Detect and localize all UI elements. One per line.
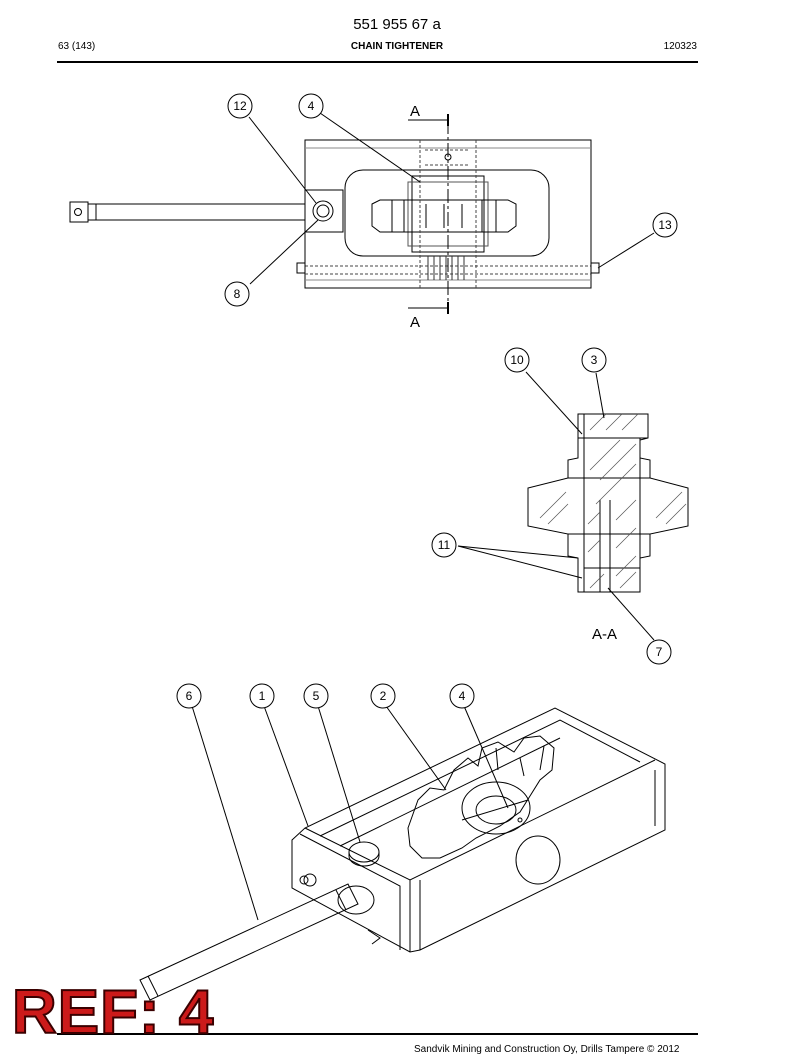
callout-7: 7 — [646, 639, 672, 665]
callout-3: 3 — [581, 347, 607, 373]
svg-text:11: 11 — [438, 538, 451, 552]
svg-text:1: 1 — [259, 689, 266, 703]
header-rule — [57, 61, 698, 63]
callout-5: 5 — [303, 683, 329, 709]
footer-copyright: Sandvik Mining and Construction Oy, Dril… — [414, 1044, 680, 1055]
isometric-view — [139, 705, 666, 1001]
svg-text:5: 5 — [313, 689, 320, 703]
callout-8: 8 — [224, 281, 250, 307]
top-view — [69, 112, 655, 314]
callout-10: 10 — [504, 347, 530, 373]
callout-4-top: 4 — [298, 93, 324, 119]
svg-text:10: 10 — [510, 353, 524, 367]
section-label-aa: A-A — [592, 626, 617, 643]
callout-13: 13 — [652, 212, 678, 238]
document-code: 120323 — [663, 41, 697, 52]
svg-text:3: 3 — [591, 353, 598, 367]
svg-text:7: 7 — [656, 645, 663, 659]
svg-text:8: 8 — [234, 287, 241, 301]
page-number: 63 (143) — [58, 41, 96, 52]
callout-12: 12 — [227, 93, 253, 119]
ref-stamp: REF: 4 — [11, 978, 215, 1047]
footer-rule — [57, 1033, 698, 1035]
svg-text:4: 4 — [459, 689, 466, 703]
svg-text:2: 2 — [380, 689, 387, 703]
section-aa-view — [457, 371, 689, 641]
callout-1: 1 — [249, 683, 275, 709]
document-number: 551 955 67 a — [353, 16, 441, 33]
callout-2: 2 — [370, 683, 396, 709]
svg-text:12: 12 — [233, 99, 247, 113]
svg-text:13: 13 — [658, 218, 672, 232]
callout-11: 11 — [431, 532, 457, 558]
svg-text:6: 6 — [186, 689, 193, 703]
section-label-bottom-a: A — [410, 314, 420, 331]
callout-6: 6 — [176, 683, 202, 709]
page-title: CHAIN TIGHTENER — [350, 41, 444, 52]
section-label-top-a: A — [410, 103, 420, 120]
callout-4-iso: 4 — [449, 683, 475, 709]
svg-text:4: 4 — [308, 99, 315, 113]
